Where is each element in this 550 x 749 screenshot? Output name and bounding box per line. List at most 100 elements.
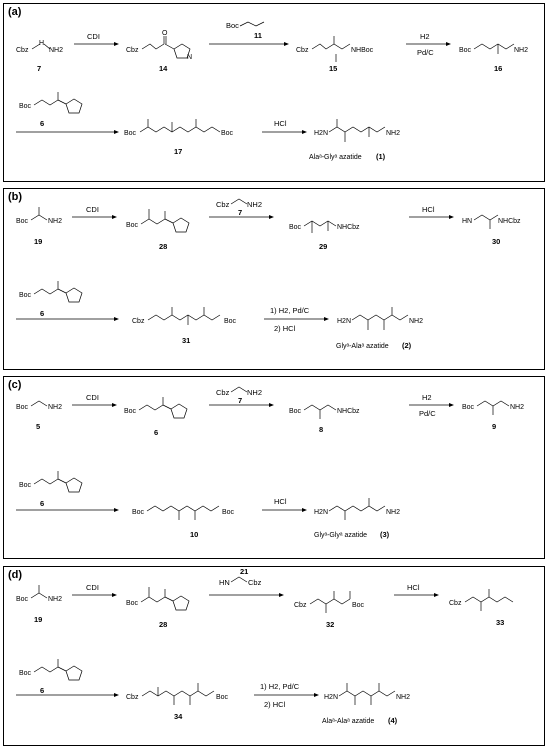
atom-boc: Boc: [19, 482, 32, 489]
compound-number-28: 28: [159, 242, 167, 251]
atom-boc: Boc: [19, 292, 32, 299]
atom-nhcbz: NHCbz: [498, 218, 521, 225]
reagent-cbz: Cbz: [216, 388, 230, 397]
compound-number-10: 10: [190, 530, 198, 539]
atom-nhboc: NHBoc: [351, 47, 374, 54]
reagent-hcl: 2) HCl: [264, 700, 286, 709]
reagent-nh2: NH2: [247, 200, 262, 209]
atom-h2n: H2N: [324, 694, 338, 701]
reagent-hcl: HCl: [274, 497, 287, 506]
product-name-3: Glyᵃ-Glyᵃ azatide: [314, 532, 367, 539]
atom-n: N: [187, 54, 192, 61]
reagent-cdi: CDI: [87, 32, 100, 41]
reagent-cdi: CDI: [86, 583, 99, 592]
atom-nh2: NH2: [386, 130, 400, 137]
atom-boc: Boc: [132, 509, 145, 516]
scheme-a: Cbz H NH2 7 CDI Cbz O N 14 Boc 11 Cbz NH…: [16, 21, 528, 161]
compound-number-15: 15: [329, 64, 337, 73]
atom-boc: Boc: [222, 509, 235, 516]
reagent-number-7: 7: [238, 396, 242, 405]
atom-nh2: NH2: [510, 404, 524, 411]
atom-cbz: Cbz: [126, 47, 139, 54]
atom-boc: Boc: [221, 130, 234, 137]
atom-boc: Boc: [19, 670, 32, 677]
reagent-number-21: 21: [240, 567, 248, 576]
atom-nhcbz: NHCbz: [337, 408, 360, 415]
atom-cbz: Cbz: [126, 694, 139, 701]
atom-nh2: NH2: [48, 404, 62, 411]
atom-boc: Boc: [16, 218, 29, 225]
compound-number-6: 6: [40, 309, 44, 318]
atom-boc: Boc: [459, 47, 472, 54]
reagent-hcl: 2) HCl: [274, 324, 296, 333]
reagent-h2: H2: [420, 32, 430, 41]
scheme-d: Boc NH2 19 CDI Boc 28 HN Cbz 21 Cbz Boc …: [16, 567, 514, 725]
reagent-cdi: CDI: [86, 393, 99, 402]
atom-boc: Boc: [19, 103, 32, 110]
product-name-1: Alaᵃ-Glyᵃ azatide: [309, 154, 362, 161]
compound-number-19: 19: [34, 615, 42, 624]
reagent-hcl: HCl: [274, 119, 287, 128]
reagent-h2-pdc: 1) H2, Pd/C: [260, 682, 300, 691]
atom-cbz: Cbz: [449, 600, 462, 607]
atom-boc: Boc: [16, 404, 29, 411]
reagent-number-11: 11: [254, 31, 262, 40]
reagent-cbz: Cbz: [248, 578, 262, 587]
panel-label: (d): [8, 569, 23, 581]
compound-number-6: 6: [40, 119, 44, 128]
compound-number-19: 19: [34, 237, 42, 246]
atom-h: H: [39, 40, 44, 47]
compound-number-34: 34: [174, 712, 183, 721]
scheme-c: Boc NH2 5 CDI Boc 6 Cbz NH2 7 Boc NHCbz …: [16, 386, 524, 539]
reagent-hn: HN: [219, 578, 230, 587]
reagent-h2-pdc: 1) H2, Pd/C: [270, 306, 310, 315]
reagent-pdc: Pd/C: [417, 48, 434, 57]
product-number-3: (3): [380, 530, 390, 539]
reagent-cbz: Cbz: [216, 200, 230, 209]
reagent-cdi: CDI: [86, 205, 99, 214]
atom-boc: Boc: [289, 224, 302, 231]
compound-number-32: 32: [326, 620, 334, 629]
scheme-b: Boc NH2 19 CDI Boc 28 Cbz NH2 7 Boc NHCb…: [16, 198, 521, 350]
panel-a: (a) Cbz H NH2 7 CDI Cbz O N 14 Boc 11 Cb…: [3, 3, 545, 182]
atom-boc: Boc: [224, 318, 237, 325]
atom-cbz: Cbz: [294, 602, 307, 609]
panel-label: (b): [8, 191, 23, 203]
atom-nh2: NH2: [49, 47, 63, 54]
reagent-h2: H2: [422, 393, 432, 402]
compound-number-9: 9: [492, 422, 496, 431]
compound-number-33: 33: [496, 618, 504, 627]
reagent-pdc: Pd/C: [419, 409, 436, 418]
panel-d: (d) Boc NH2 19 CDI Boc 28 HN Cbz 21 Cbz …: [3, 566, 545, 746]
panel-label: (c): [8, 379, 22, 391]
atom-nh2: NH2: [386, 509, 400, 516]
compound-number-6b: 6: [40, 499, 44, 508]
compound-number-16: 16: [494, 64, 502, 73]
compound-number-29: 29: [319, 242, 327, 251]
atom-h2n: H2N: [337, 318, 351, 325]
atom-nh2: NH2: [48, 596, 62, 603]
compound-number-30: 30: [492, 237, 500, 246]
product-number-4: (4): [388, 716, 398, 725]
compound-number-8: 8: [319, 425, 323, 434]
compound-number-7: 7: [37, 64, 41, 73]
atom-hn: HN: [462, 218, 472, 225]
product-number-1: (1): [376, 152, 386, 161]
reagent-hcl: HCl: [422, 205, 435, 214]
compound-number-17: 17: [174, 147, 182, 156]
atom-o: O: [162, 30, 168, 37]
atom-boc: Boc: [289, 408, 302, 415]
atom-h2n: H2N: [314, 130, 328, 137]
atom-nh2: NH2: [396, 694, 410, 701]
atom-boc: Boc: [16, 596, 29, 603]
atom-boc: Boc: [126, 222, 139, 229]
product-name-2: Glyᵃ-Alaᵃ azatide: [336, 343, 389, 350]
panel-b: (b) Boc NH2 19 CDI Boc 28 Cbz NH2 7 Boc …: [3, 188, 545, 370]
atom-nhcbz: NHCbz: [337, 224, 360, 231]
atom-boc: Boc: [124, 130, 137, 137]
atom-nh2: NH2: [514, 47, 528, 54]
compound-number-31: 31: [182, 336, 190, 345]
atom-boc: Boc: [352, 602, 365, 609]
atom-boc: Boc: [462, 404, 475, 411]
atom-boc: Boc: [126, 600, 139, 607]
